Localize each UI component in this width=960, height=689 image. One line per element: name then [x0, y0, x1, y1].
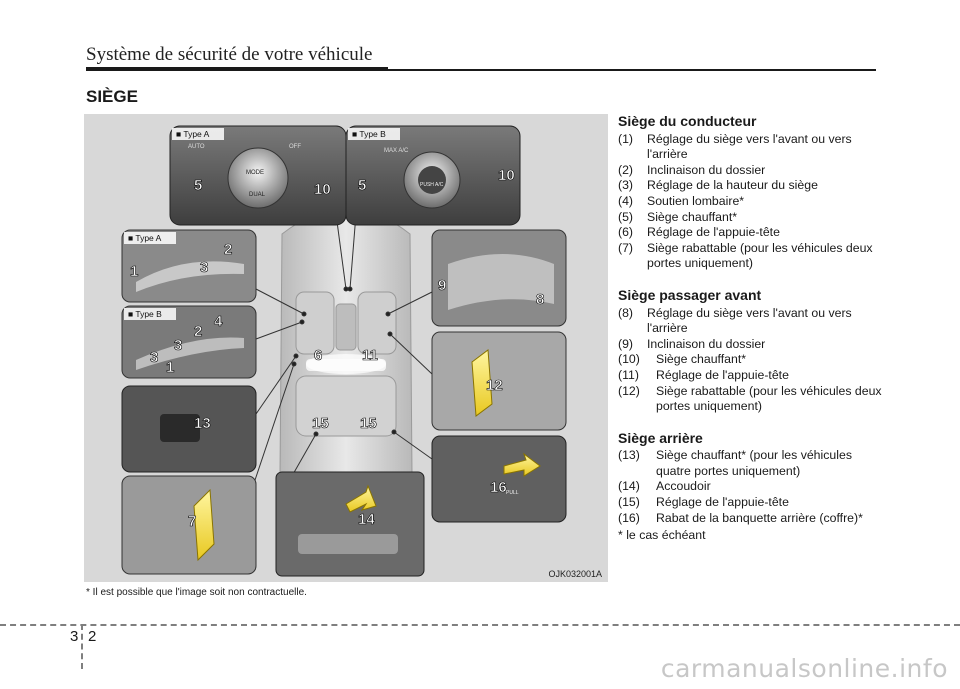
list-item: (16)Rabat de la banquette arrière (coffr… [618, 510, 863, 525]
section-heading: Siège du conducteur [618, 113, 757, 129]
header-rule-thick [86, 67, 388, 71]
svg-text:14: 14 [358, 511, 375, 528]
type-labels: ■ Type A ■ Type B ■ Type A ■ Type B [124, 128, 400, 320]
svg-text:MAX A/C: MAX A/C [384, 148, 409, 154]
callout-numbers: 5 10 5 10 2 1 3 4 2 3 3 1 13 7 6 11 15 1… [130, 167, 545, 531]
svg-text:12: 12 [486, 377, 503, 394]
type-label-a-top: ■ Type A [176, 129, 210, 139]
list-item: (12)Siège rabattable (pour les véhicules… [618, 383, 882, 414]
header-rule-thin [388, 69, 876, 71]
list-item: (10)Siège chauffant* [618, 352, 747, 367]
list-item: (1)Réglage du siège vers l'avant ou vers… [618, 131, 852, 162]
footnote: * le cas échéant [618, 528, 706, 543]
svg-text:9: 9 [438, 277, 446, 294]
list-item: (4)Soutien lombaire* [618, 193, 745, 208]
footer-dashed-rule [0, 624, 960, 626]
footer-dashed-divider [81, 624, 83, 669]
climate-panel-type-b: PUSH A/C MAX A/C [345, 125, 521, 226]
list-item: (3)Réglage de la hauteur du siège [618, 178, 818, 193]
svg-text:MODE: MODE [246, 170, 264, 176]
car-top-view [279, 208, 413, 491]
list-item: (13)Siège chauffant* (pour les véhicules… [618, 448, 852, 478]
image-disclaimer: * Il est possible que l'image soit non c… [86, 587, 307, 598]
list-item: (6)Réglage de l'appuie-tête [618, 225, 780, 240]
driver-seatback-fold-panel [121, 475, 257, 575]
svg-text:1: 1 [166, 359, 174, 376]
svg-text:15: 15 [312, 415, 329, 432]
svg-text:5: 5 [358, 177, 366, 194]
rear-seat-section: Siège arrière (13)Siège chauffant* (pour… [618, 429, 888, 544]
front-passenger-section: Siège passager avant (8)Réglage du siège… [618, 286, 888, 415]
rear-armrest-panel [275, 471, 425, 577]
svg-text:6: 6 [314, 347, 322, 364]
svg-text:16: 16 [490, 479, 507, 496]
svg-text:1: 1 [130, 263, 138, 280]
svg-text:4: 4 [214, 313, 223, 330]
svg-text:7: 7 [188, 513, 196, 530]
seat-overview-figure: MODE DUAL AUTO OFF PUSH A/C MAX A/C PULL [84, 114, 608, 582]
svg-text:3: 3 [174, 337, 182, 354]
svg-text:10: 10 [498, 167, 515, 184]
page-number: 2 [88, 628, 97, 645]
chapter-title: Système de sécurité de votre véhicule [86, 44, 373, 65]
figure-code: OJK032001A [548, 569, 602, 579]
svg-text:10: 10 [314, 181, 331, 198]
svg-text:8: 8 [536, 291, 544, 308]
watermark: carmanualsonline.info [660, 654, 948, 683]
climate-panel-type-a: MODE DUAL AUTO OFF [169, 125, 347, 226]
list-item: (8)Réglage du siège vers l'avant ou vers… [618, 305, 852, 336]
type-label-b-top: ■ Type B [352, 129, 386, 139]
svg-text:OFF: OFF [289, 144, 301, 150]
section-heading: Siège arrière [618, 429, 703, 446]
legend-column: Siège du conducteur (1)Réglage du siège … [618, 113, 888, 560]
svg-text:5: 5 [194, 177, 202, 194]
svg-text:DUAL: DUAL [249, 192, 266, 198]
svg-text:13: 13 [194, 415, 211, 432]
svg-text:3: 3 [150, 349, 158, 366]
section-heading: Siège passager avant [618, 286, 762, 303]
svg-text:15: 15 [360, 415, 377, 432]
driver-seat-section: Siège du conducteur (1)Réglage du siège … [618, 113, 888, 272]
section-title: SIÈGE [86, 87, 138, 106]
list-item: (2)Inclinaison du dossier [618, 162, 766, 177]
list-item: (11)Réglage de l'appuie-tête [618, 367, 789, 382]
rear-seat-fold-panel [431, 435, 567, 523]
list-item: (14)Accoudoir [618, 479, 711, 494]
page-chapter-number: 3 [70, 628, 79, 645]
list-item: (7)Siège rabattable (pour les véhicules … [618, 240, 873, 271]
svg-text:PULL: PULL [506, 490, 519, 496]
leader-lines [251, 213, 433, 505]
list-item: (15)Réglage de l'appuie-tête [618, 495, 789, 510]
svg-text:3: 3 [200, 259, 208, 276]
list-item: (9)Inclinaison du dossier [618, 336, 766, 351]
svg-text:AUTO: AUTO [188, 144, 205, 150]
seat-illustration: MODE DUAL AUTO OFF PUSH A/C MAX A/C PULL [121, 125, 567, 577]
list-item: (5)Siège chauffant* [618, 209, 738, 224]
svg-text:2: 2 [194, 323, 202, 340]
svg-text:2: 2 [224, 241, 232, 258]
svg-text:11: 11 [362, 347, 378, 364]
passenger-seatback-fold-panel [431, 331, 567, 431]
type-label-a-left: ■ Type A [128, 233, 162, 243]
type-label-b-left: ■ Type B [128, 309, 162, 319]
svg-text:PUSH A/C: PUSH A/C [420, 182, 444, 188]
